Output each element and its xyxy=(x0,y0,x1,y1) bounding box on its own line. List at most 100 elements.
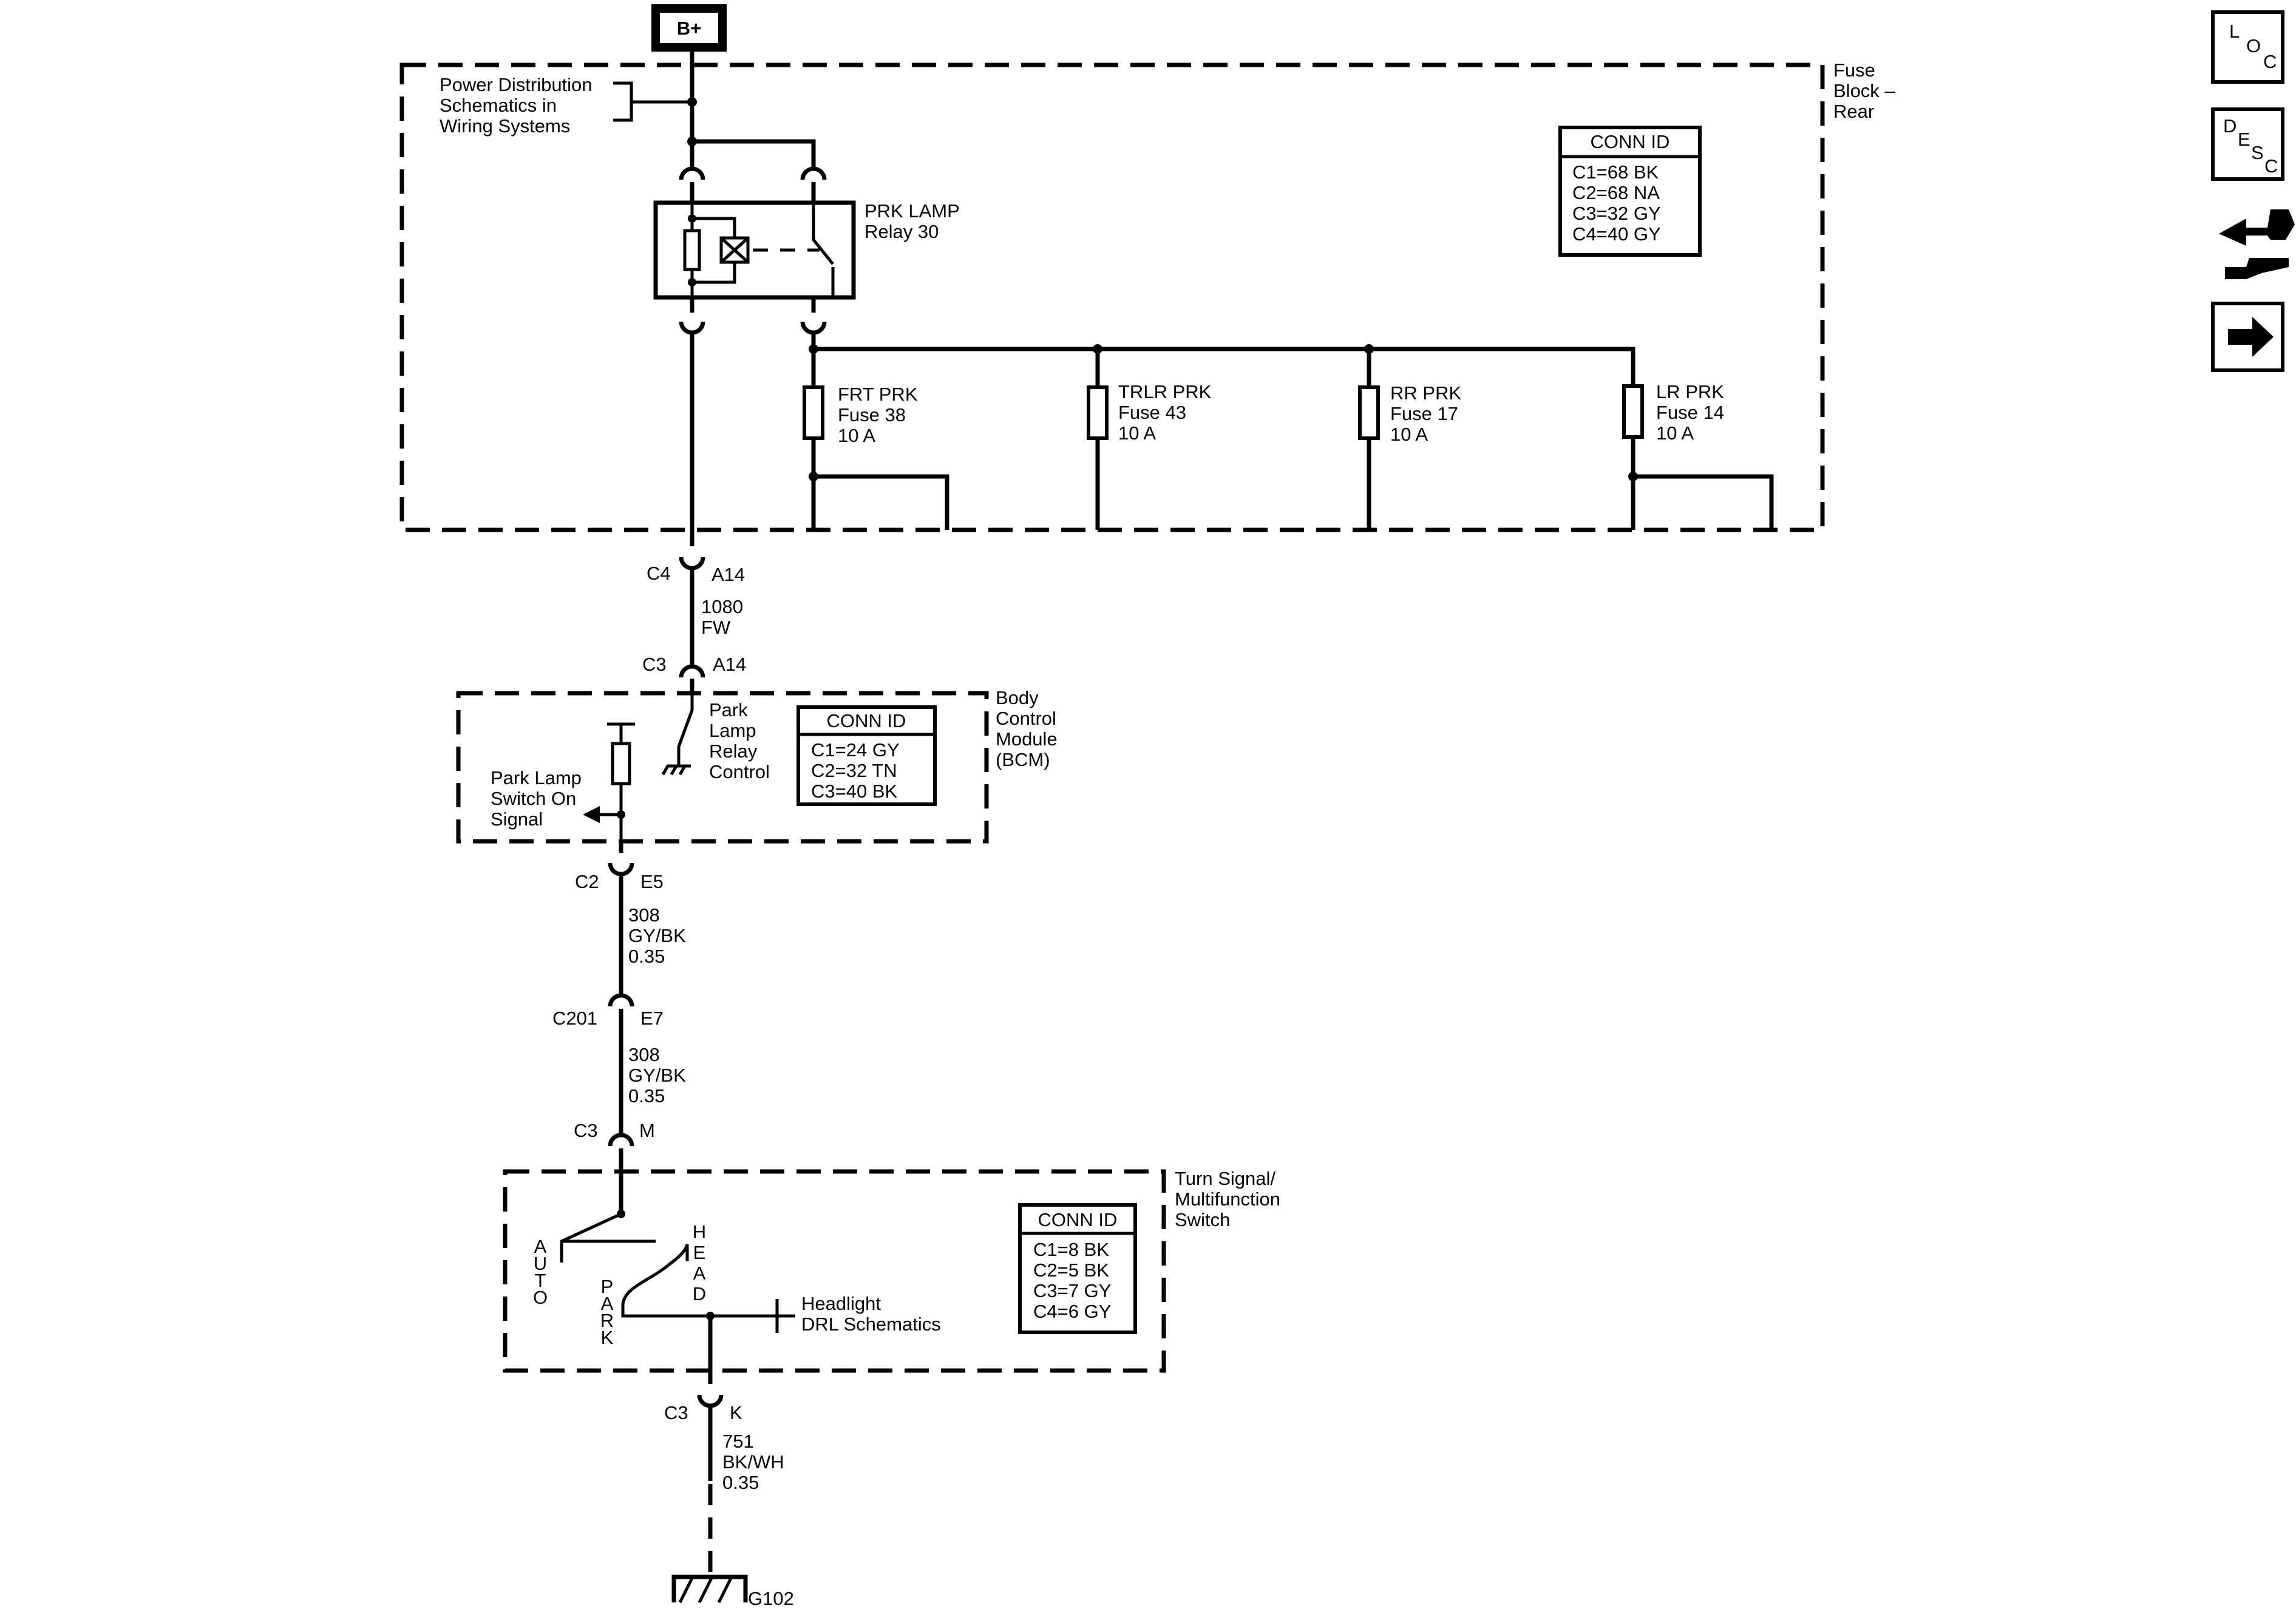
svg-text:Fuse 38: Fuse 38 xyxy=(838,404,906,425)
circuit-1080-labels: C4 A14 1080 FW C3 A14 xyxy=(642,563,746,675)
svg-text:E: E xyxy=(2238,129,2250,150)
signal-arrow-icon xyxy=(583,806,600,823)
turn-signal-switch-title: Turn Signal/ Multifunction Switch xyxy=(1175,1168,1280,1230)
svg-text:Signal: Signal xyxy=(491,808,543,830)
svg-text:Body: Body xyxy=(996,687,1039,708)
svg-text:L: L xyxy=(2229,21,2240,42)
fuse-rr-prk: RR PRK Fuse 17 10 A xyxy=(1358,349,1461,530)
switch-position-auto: A U T O xyxy=(533,1236,548,1308)
svg-text:O: O xyxy=(533,1287,548,1308)
svg-text:TRLR PRK: TRLR PRK xyxy=(1118,381,1212,402)
svg-text:Park Lamp: Park Lamp xyxy=(491,767,582,788)
svg-text:C4=6 GY: C4=6 GY xyxy=(1033,1301,1111,1322)
svg-text:BK/WH: BK/WH xyxy=(722,1451,784,1473)
svg-text:E5: E5 xyxy=(640,871,664,892)
svg-text:A14: A14 xyxy=(713,654,746,675)
svg-text:C201: C201 xyxy=(552,1008,597,1029)
c3-m-labels: C3 M xyxy=(574,1120,655,1141)
battery-label: B+ xyxy=(677,18,702,39)
svg-text:Control: Control xyxy=(996,708,1056,729)
svg-text:U: U xyxy=(534,1253,547,1274)
svg-text:10 A: 10 A xyxy=(1118,422,1156,444)
svg-text:Park: Park xyxy=(709,699,748,720)
circuit-308-a-labels: C2 E5 308 GY/BK 0.35 xyxy=(575,871,686,967)
svg-text:C2=5 BK: C2=5 BK xyxy=(1033,1259,1109,1281)
fuse-lr-prk: LR PRK Fuse 14 10 A xyxy=(1622,381,1774,530)
connector-tools-icon[interactable] xyxy=(2219,209,2295,279)
svg-text:Wiring Systems: Wiring Systems xyxy=(440,115,570,137)
svg-text:Control: Control xyxy=(709,761,770,782)
svg-text:C: C xyxy=(2263,51,2277,72)
relay-number: Relay 30 xyxy=(864,221,939,242)
svg-text:S: S xyxy=(2251,142,2264,163)
svg-text:Relay: Relay xyxy=(709,741,758,762)
svg-text:C1=68 BK: C1=68 BK xyxy=(1572,161,1659,183)
svg-text:K: K xyxy=(601,1327,614,1348)
svg-text:Fuse: Fuse xyxy=(1833,59,1875,81)
svg-text:Rear: Rear xyxy=(1833,101,1874,122)
loc-button[interactable]: L O C xyxy=(2211,10,2284,84)
svg-text:C3=32 GY: C3=32 GY xyxy=(1572,203,1661,224)
svg-text:C3: C3 xyxy=(574,1120,598,1141)
svg-text:Block –: Block – xyxy=(1833,80,1895,101)
svg-text:P: P xyxy=(601,1276,614,1297)
svg-text:K: K xyxy=(730,1402,742,1423)
svg-text:C1=8 BK: C1=8 BK xyxy=(1033,1239,1109,1260)
svg-text:FRT PRK: FRT PRK xyxy=(838,384,918,405)
svg-text:Fuse 17: Fuse 17 xyxy=(1390,403,1458,424)
svg-text:10 A: 10 A xyxy=(838,425,875,446)
svg-text:C4: C4 xyxy=(647,563,671,584)
svg-text:C3=40 BK: C3=40 BK xyxy=(811,781,898,802)
svg-text:C3: C3 xyxy=(642,654,667,675)
bcm-switch-signal-label: Park Lamp Switch On Signal xyxy=(491,767,582,830)
svg-text:Fuse 14: Fuse 14 xyxy=(1656,402,1724,423)
svg-text:C3: C3 xyxy=(664,1402,688,1423)
svg-text:Fuse 43: Fuse 43 xyxy=(1118,402,1186,423)
svg-text:E7: E7 xyxy=(640,1008,664,1029)
fuse-trlr-prk: TRLR PRK Fuse 43 10 A xyxy=(1087,349,1212,530)
svg-text:GY/BK: GY/BK xyxy=(628,1065,686,1086)
switch-position-park: P A R K xyxy=(600,1276,614,1348)
svg-text:CONN ID: CONN ID xyxy=(1591,131,1670,152)
svg-text:CONN ID: CONN ID xyxy=(1038,1209,1118,1230)
svg-text:C2=32 TN: C2=32 TN xyxy=(811,760,897,781)
svg-text:C2: C2 xyxy=(575,871,599,892)
svg-text:CONN ID: CONN ID xyxy=(827,710,906,731)
turn-signal-switch-boundary xyxy=(503,1169,1166,1373)
svg-text:C4=40 GY: C4=40 GY xyxy=(1572,223,1661,245)
bcm-boundary xyxy=(456,691,989,844)
svg-text:751: 751 xyxy=(722,1431,754,1452)
prk-lamp-relay: PRK LAMP Relay 30 xyxy=(653,182,960,300)
svg-text:Lamp: Lamp xyxy=(709,720,756,741)
svg-text:H: H xyxy=(693,1221,706,1242)
svg-text:Switch: Switch xyxy=(1175,1209,1230,1230)
fuse-block-conn-id: CONN ID C1=68 BK C2=68 NA C3=32 GY C4=40… xyxy=(1558,126,1702,257)
battery-source: B+ xyxy=(651,4,727,52)
svg-text:C3=7 GY: C3=7 GY xyxy=(1033,1280,1111,1301)
turn-signal-conn-id: CONN ID C1=8 BK C2=5 BK C3=7 GY C4=6 GY xyxy=(1018,1203,1137,1334)
svg-text:10 A: 10 A xyxy=(1390,424,1428,445)
bcm-title: Body Control Module (BCM) xyxy=(996,687,1058,770)
svg-text:D: D xyxy=(693,1283,706,1304)
svg-text:Schematics in: Schematics in xyxy=(440,95,557,116)
bcm-conn-id: CONN ID C1=24 GY C2=32 TN C3=40 BK xyxy=(796,705,937,806)
svg-text:DRL Schematics: DRL Schematics xyxy=(801,1314,941,1335)
svg-text:Headlight: Headlight xyxy=(801,1293,881,1314)
svg-text:O: O xyxy=(2246,35,2261,56)
svg-text:M: M xyxy=(639,1120,655,1141)
svg-text:308: 308 xyxy=(628,904,660,926)
svg-text:Module: Module xyxy=(996,728,1058,750)
svg-text:0.35: 0.35 xyxy=(628,946,665,967)
next-arrow-icon[interactable] xyxy=(2211,302,2284,372)
svg-text:Turn Signal/: Turn Signal/ xyxy=(1175,1168,1275,1189)
svg-text:C: C xyxy=(2264,155,2278,177)
svg-text:C2=68 NA: C2=68 NA xyxy=(1572,182,1660,203)
svg-text:0.35: 0.35 xyxy=(628,1085,665,1107)
desc-button[interactable]: D E S C xyxy=(2211,107,2284,181)
ground-g102: G102 xyxy=(671,1575,794,1609)
svg-text:GY/BK: GY/BK xyxy=(628,925,686,946)
svg-text:Switch On: Switch On xyxy=(491,788,576,809)
svg-text:RR PRK: RR PRK xyxy=(1390,382,1461,404)
svg-text:308: 308 xyxy=(628,1044,660,1065)
fuse-frt-prk: FRT PRK Fuse 38 10 A xyxy=(803,349,949,530)
